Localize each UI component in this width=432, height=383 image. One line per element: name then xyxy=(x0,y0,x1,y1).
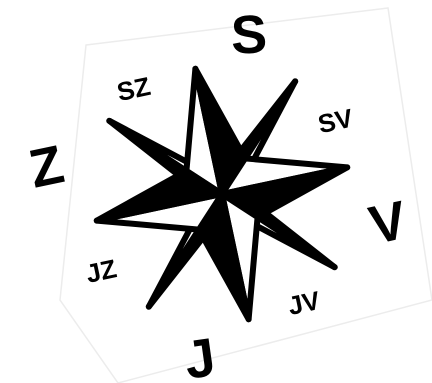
direction-label-north: S xyxy=(230,7,268,62)
direction-label-southwest: JZ xyxy=(84,255,119,287)
direction-label-northeast: SV xyxy=(316,105,355,138)
direction-label-southeast: JV xyxy=(286,287,323,319)
direction-label-northwest: SZ xyxy=(115,73,153,105)
